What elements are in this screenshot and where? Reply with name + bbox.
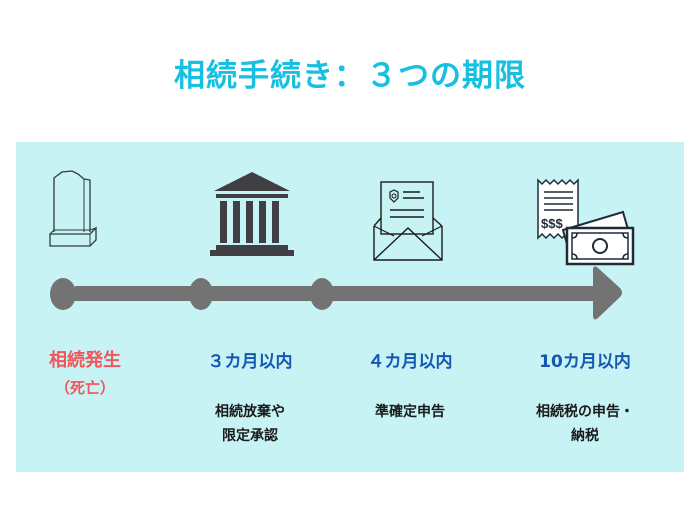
milestone-label-start: 相続発生	[49, 350, 121, 371]
svg-text:$$$: $$$	[541, 216, 563, 231]
milestone-desc-3-months: 相続放棄や 限定承認	[180, 400, 320, 448]
milestone-label-4-months: ４カ月以内	[367, 352, 453, 372]
tax-document-envelope-icon	[373, 181, 443, 261]
desc-line: 納税	[571, 428, 599, 444]
courthouse-icon	[210, 172, 294, 256]
milestone-sublabel-start: （死亡）	[54, 379, 115, 397]
desc-line: 準確定申告	[375, 404, 445, 420]
milestone-desc-4-months: 準確定申告	[340, 400, 480, 424]
desc-line: 相続税の申告・	[536, 404, 634, 420]
desc-line: 限定承認	[222, 428, 278, 444]
page-title: 相続手続き：３つの期限	[174, 58, 526, 94]
milestone-desc-10-months: 相続税の申告・ 納税	[505, 400, 665, 448]
gravestone-icon	[49, 170, 97, 247]
milestone-label-10-months: 10カ月以内	[539, 352, 631, 372]
receipt-money-icon: $$$	[537, 178, 635, 266]
milestone-label-3-months: ３カ月以内	[207, 352, 293, 372]
timeline-dot-start	[63, 278, 64, 279]
desc-line: 相続放棄や	[215, 404, 285, 420]
